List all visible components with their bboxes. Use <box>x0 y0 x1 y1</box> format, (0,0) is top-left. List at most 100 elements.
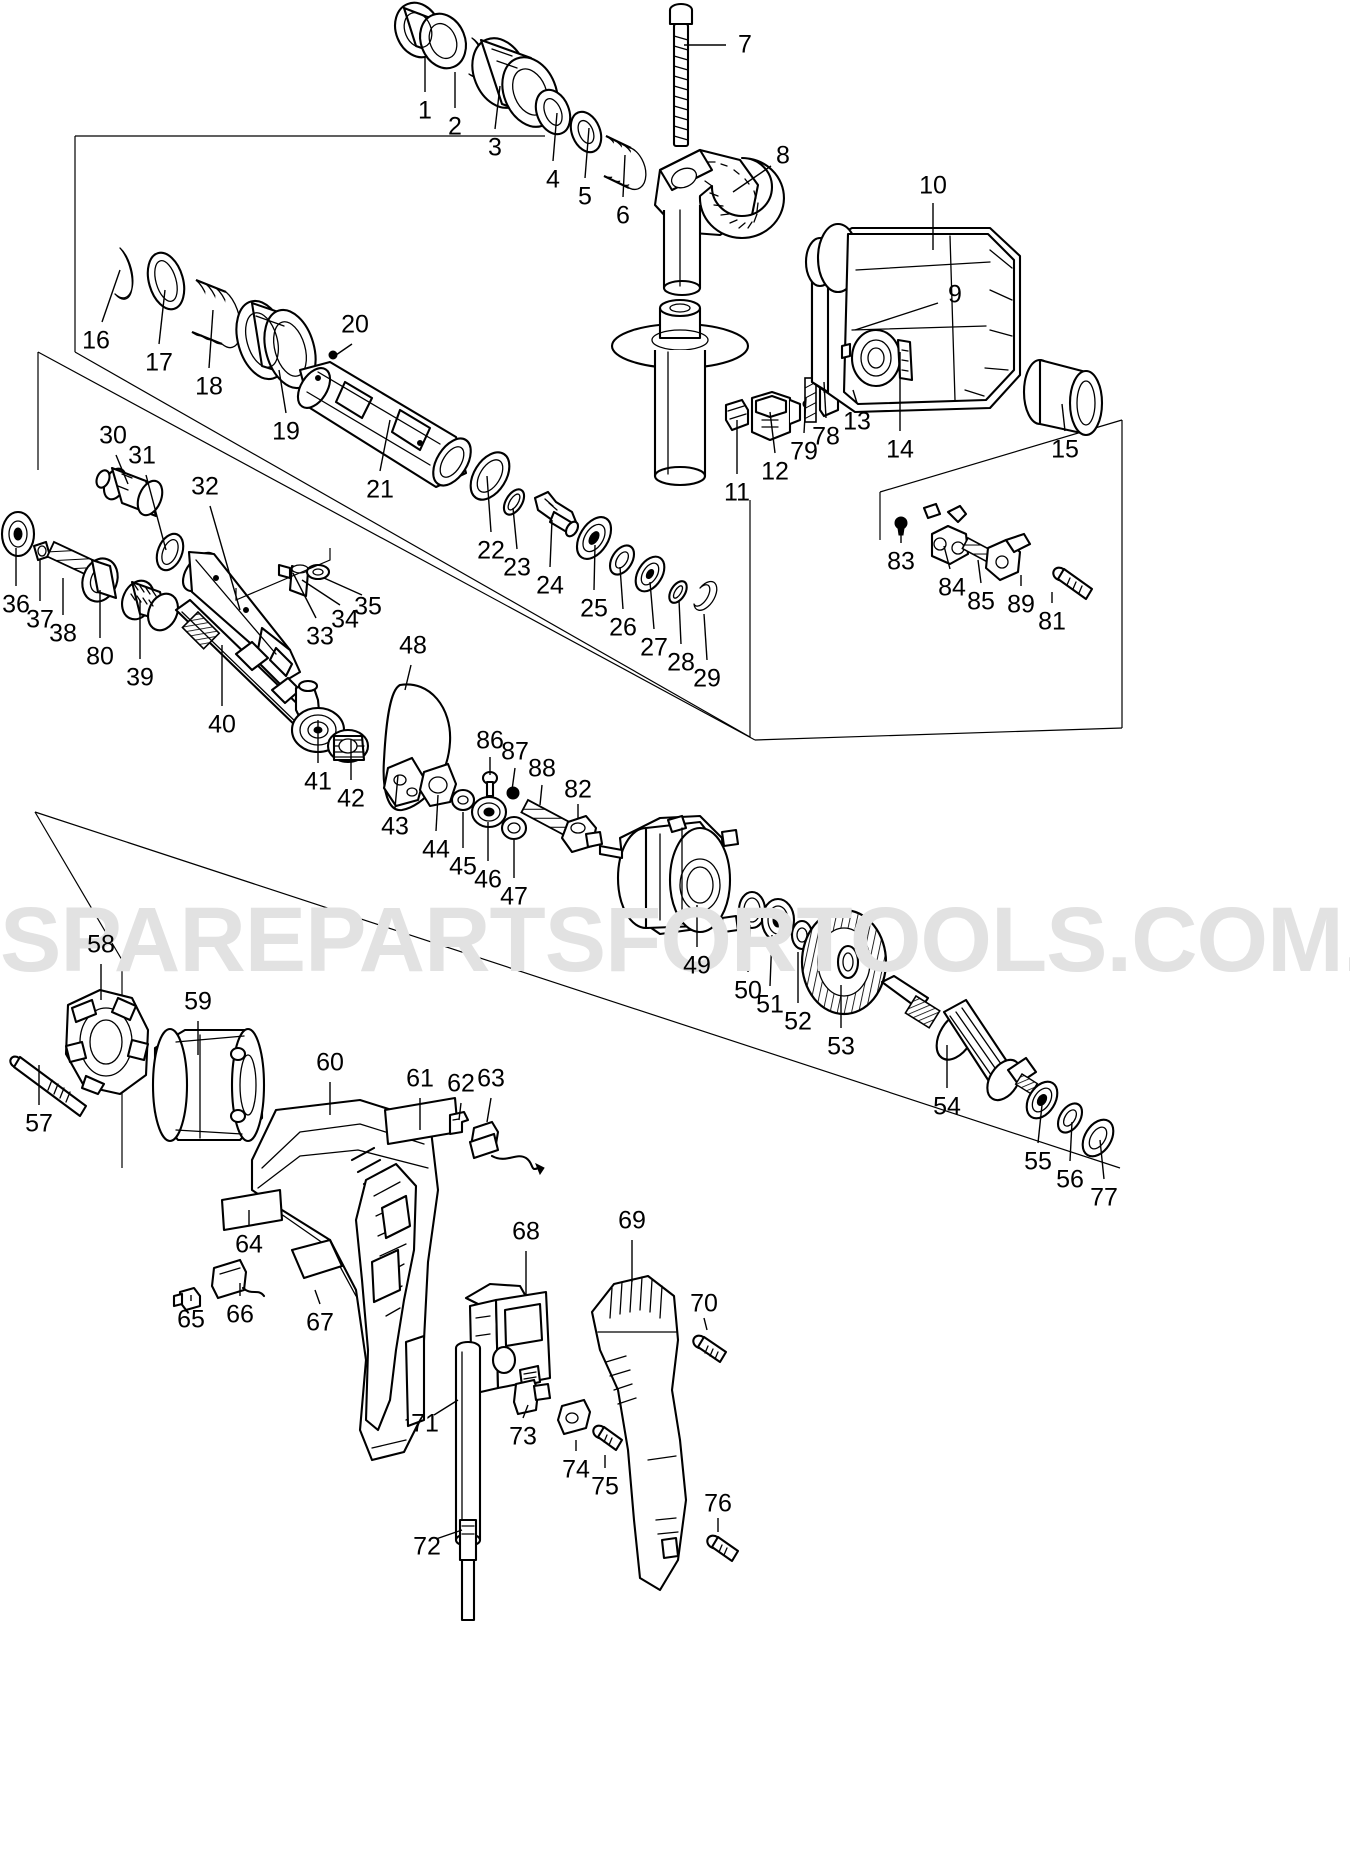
callout-label-55: 55 <box>1024 1147 1052 1176</box>
part-52-washer <box>790 919 814 951</box>
callout-label-29: 29 <box>693 664 721 693</box>
part-28-small-washer <box>668 580 688 604</box>
leader-line-51 <box>769 934 773 987</box>
leader-line-28 <box>678 599 682 645</box>
part-47-washer <box>500 815 528 841</box>
callout-label-47: 47 <box>500 882 528 911</box>
callout-label-30: 30 <box>99 421 127 450</box>
leader-line-35 <box>323 577 363 596</box>
callout-label-31: 31 <box>128 441 156 470</box>
part-76-screw <box>706 1534 740 1563</box>
callout-label-28: 28 <box>667 648 695 677</box>
callout-label-34: 34 <box>331 605 359 634</box>
part-64-name-plate-2 <box>220 1188 284 1232</box>
part-4-washer <box>534 88 572 136</box>
part-78-brush-spring <box>804 377 817 423</box>
part-14-gear-housing <box>804 222 1022 414</box>
part-30-clutch-head <box>95 466 164 518</box>
leader-line-23 <box>512 507 518 550</box>
callout-label-80: 80 <box>86 642 114 671</box>
callout-label-24: 24 <box>536 571 564 600</box>
leader-line-18 <box>208 309 214 369</box>
part-81-screw <box>1052 566 1094 601</box>
callout-label-9: 9 <box>948 280 962 309</box>
callout-label-58: 58 <box>87 930 115 959</box>
part-54-armature <box>880 974 1039 1102</box>
callout-label-20: 20 <box>341 310 369 339</box>
callout-label-65: 65 <box>177 1305 205 1334</box>
part-9-side-handle <box>610 298 750 487</box>
part-73-cord-clamp <box>512 1378 552 1416</box>
leader-line-29 <box>703 613 708 661</box>
leader-line-22 <box>486 475 492 533</box>
callout-label-38: 38 <box>49 619 77 648</box>
callout-label-81: 81 <box>1038 607 1066 636</box>
callout-label-16: 16 <box>82 326 110 355</box>
callout-label-17: 17 <box>145 348 173 377</box>
callout-label-61: 61 <box>406 1064 434 1093</box>
part-77-bearing-ring <box>1081 1118 1115 1158</box>
leader-line-73 <box>522 1404 529 1419</box>
part-49-crank-housing <box>598 814 740 936</box>
callout-label-10: 10 <box>919 171 947 200</box>
leader-line-30 <box>115 454 129 485</box>
part-45-washer <box>450 788 476 812</box>
part-66-carbon-brush <box>210 1258 266 1300</box>
part-56-washer <box>1056 1102 1084 1134</box>
leader-line-79 <box>803 397 807 434</box>
part-21-cylinder <box>296 360 472 489</box>
callout-label-6: 6 <box>616 201 630 230</box>
part-26-washer <box>608 544 636 576</box>
callout-label-41: 41 <box>304 767 332 796</box>
callout-label-14: 14 <box>886 435 914 464</box>
part-22-o-ring <box>469 451 511 501</box>
callout-label-11: 11 <box>724 478 750 507</box>
callout-label-23: 23 <box>503 553 531 582</box>
callout-label-51: 51 <box>756 990 784 1019</box>
part-36-bearing <box>0 510 36 558</box>
part-86-screw <box>481 770 499 798</box>
callout-label-37: 37 <box>26 605 54 634</box>
callout-label-84: 84 <box>938 573 966 602</box>
leader-line-24 <box>549 519 553 568</box>
leader-line-70 <box>703 1317 708 1331</box>
part-60-motor-housing <box>250 1098 440 1462</box>
leader-line-88 <box>539 784 543 806</box>
leader-line-55 <box>1037 1104 1043 1144</box>
leader-line-87 <box>511 767 516 791</box>
callout-label-82: 82 <box>564 775 592 804</box>
part-55-bearing <box>1025 1080 1059 1120</box>
callout-label-75: 75 <box>591 1472 619 1501</box>
callout-label-87: 87 <box>501 737 529 766</box>
part-15-housing-ring <box>1022 358 1104 437</box>
part-37-washer <box>32 540 52 562</box>
leader-line-71 <box>433 1399 459 1416</box>
part-27-bearing <box>634 555 666 593</box>
callout-label-33: 33 <box>306 622 334 651</box>
callout-label-27: 27 <box>640 633 668 662</box>
part-29-snap-ring <box>693 580 718 611</box>
part-62-terminal <box>448 1110 470 1136</box>
callout-leader-lines <box>15 44 1105 1540</box>
callout-label-83: 83 <box>887 547 915 576</box>
housing-vents <box>350 1146 394 1198</box>
leader-line-56 <box>1069 1121 1073 1162</box>
callout-label-1: 1 <box>418 96 432 125</box>
leader-line-31 <box>145 474 167 551</box>
callout-label-67: 67 <box>306 1308 334 1337</box>
part-5-washer <box>569 110 603 154</box>
callout-label-52: 52 <box>784 1007 812 1036</box>
callout-label-3: 3 <box>488 133 502 162</box>
leader-line-6 <box>622 154 626 198</box>
part-68-switch <box>464 1282 552 1396</box>
callout-label-78: 78 <box>812 422 840 451</box>
leader-line-8 <box>732 165 772 193</box>
part-24-impact-bolt <box>533 490 580 538</box>
callout-label-70: 70 <box>690 1289 718 1318</box>
callout-label-13: 13 <box>843 407 871 436</box>
part-74-clamp-plate <box>556 1398 592 1436</box>
callout-label-4: 4 <box>546 165 560 194</box>
callout-label-64: 64 <box>235 1230 263 1259</box>
